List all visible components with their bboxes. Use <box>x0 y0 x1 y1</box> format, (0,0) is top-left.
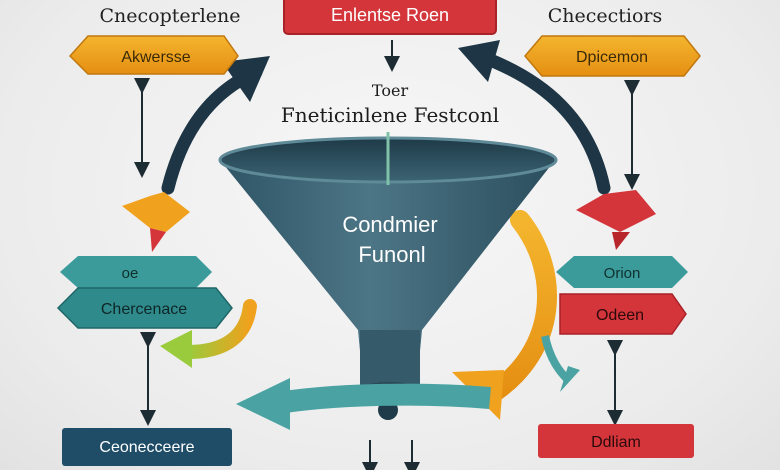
top-center-box-label: Enlentse Roen <box>331 5 449 25</box>
right-teal-box-label: Orion <box>604 265 641 282</box>
diagram-title: Fneticinlene Festconl <box>281 103 499 127</box>
bottom-right-box: Ddliam <box>538 424 694 458</box>
left-orange-box: Akwersse <box>68 35 239 75</box>
left-teal-top-box: oe <box>60 256 212 288</box>
right-folded-arrow <box>576 190 656 250</box>
arrow-right-curve <box>473 49 611 195</box>
top-center-box: Enlentse Roen <box>283 0 497 35</box>
left-teal-box-label: Chercenace <box>101 301 187 318</box>
right-orange-box: Dpicemon <box>524 35 701 77</box>
arrow-right-head <box>458 40 500 82</box>
funnel-label-line2: Funonl <box>358 242 425 267</box>
funnel-spout <box>360 330 420 390</box>
arrow-left-head <box>222 56 270 102</box>
left-green-arrow <box>160 299 257 368</box>
top-left-label: Cnecopterlene <box>99 5 240 27</box>
funnel-body <box>220 160 555 372</box>
bottom-left-box: Ceonecceere <box>62 428 232 466</box>
right-red-box: Odeen <box>559 293 687 335</box>
right-orange-box-label: Dpicemon <box>576 49 648 66</box>
bottom-right-box-label: Ddliam <box>591 434 641 451</box>
left-teal-box: Chercenace <box>56 287 233 329</box>
left-teal-top-label: oe <box>122 265 139 282</box>
diagram-subtitle: Toer <box>372 81 409 100</box>
funnel-label-line1: Condmier <box>342 212 437 237</box>
funnel: Condmier Funonl <box>218 132 558 420</box>
right-teal-small-arrow <box>541 335 580 392</box>
top-right-label: Checectiors <box>548 5 663 27</box>
teal-bottom-arrow <box>236 378 491 430</box>
right-teal-box: Orion <box>556 256 688 288</box>
right-red-box-label: Odeen <box>596 307 644 324</box>
teal-bottom-arrow-head <box>236 378 290 430</box>
connector-lines <box>134 40 640 470</box>
cycle-arrows <box>161 40 611 195</box>
left-orange-box-label: Akwersse <box>121 49 190 66</box>
left-folded-arrow <box>122 192 190 252</box>
bottom-left-box-label: Ceonecceere <box>99 439 194 456</box>
